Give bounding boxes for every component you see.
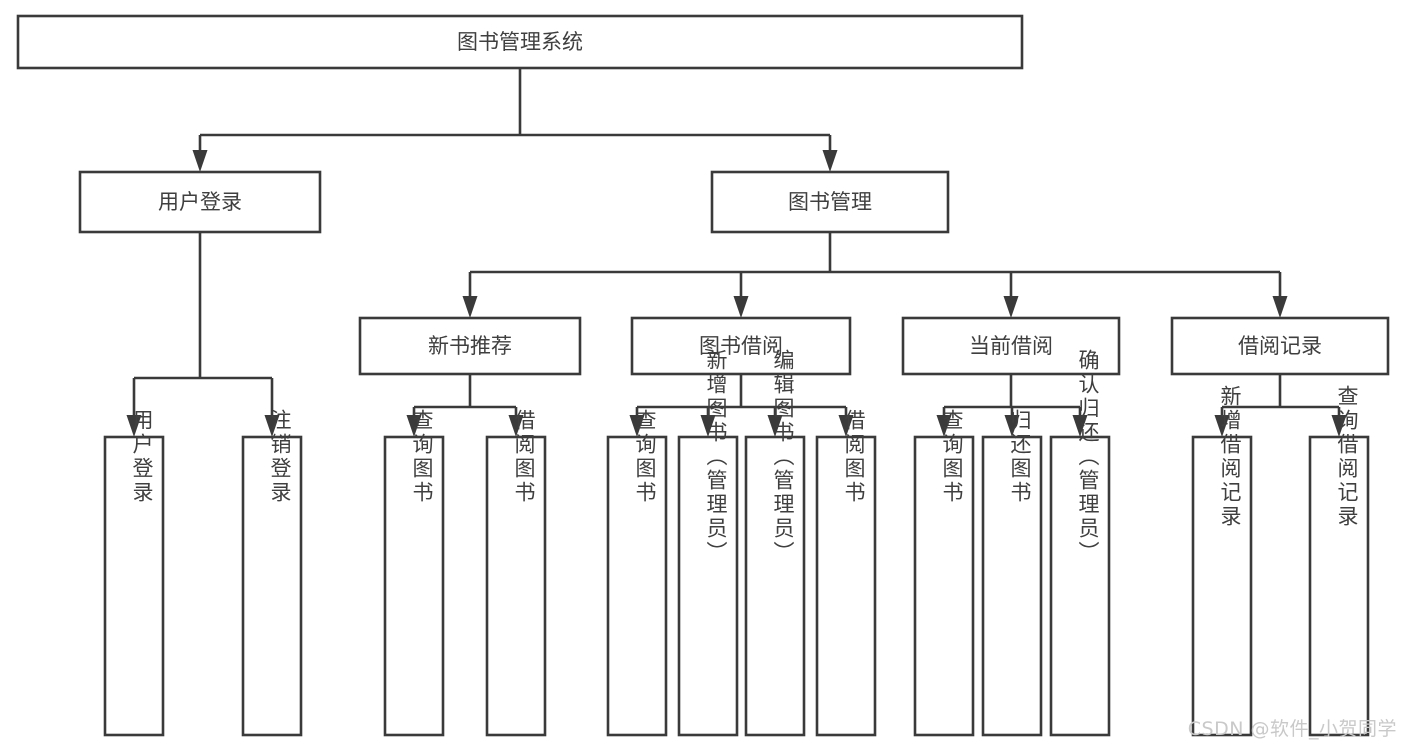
connector-layer (126, 68, 1347, 437)
node-label: 查询图书 (410, 409, 434, 505)
arrow-head-icon (629, 415, 645, 437)
arrow-head-icon (264, 415, 280, 437)
node-n9[interactable]: 查询图书 (913, 409, 975, 737)
connector-group-borrow (629, 374, 854, 437)
node-n12[interactable]: 新增借阅记录 (1191, 385, 1253, 737)
arrow-head-icon (767, 415, 783, 437)
node-box[interactable] (901, 316, 1121, 376)
node-box[interactable] (630, 316, 852, 376)
arrow-head-icon (1004, 415, 1020, 437)
arrow-head-icon (192, 150, 208, 172)
node-label: 图书管理 (788, 190, 872, 214)
arrow-head-icon (1072, 415, 1088, 437)
arrow-head-icon (1331, 415, 1347, 437)
node-n5[interactable]: 查询图书 (606, 409, 668, 737)
connector-group-bookmgr (462, 232, 1288, 318)
node-box[interactable] (677, 435, 739, 737)
node-label: 新书推荐 (428, 334, 512, 358)
arrow-head-icon (700, 415, 716, 437)
node-root[interactable]: 图书管理系统 (16, 14, 1024, 70)
node-label: 新增借阅记录 (1218, 385, 1242, 529)
arrow-head-icon (822, 150, 838, 172)
node-box[interactable] (981, 435, 1043, 737)
node-current[interactable]: 当前借阅 (901, 316, 1121, 376)
node-box[interactable] (358, 316, 582, 376)
node-n13[interactable]: 查询借阅记录 (1308, 385, 1370, 737)
node-label: 注销登录 (268, 409, 292, 505)
watermark: CSDN @软件_小贺同学 (1187, 718, 1397, 740)
connector-group-login (126, 232, 280, 437)
node-label: 用户登录 (158, 190, 242, 214)
node-label: 借阅图书 (842, 409, 866, 505)
node-records[interactable]: 借阅记录 (1170, 316, 1390, 376)
node-newbook[interactable]: 新书推荐 (358, 316, 582, 376)
node-n10[interactable]: 归还图书 (981, 409, 1043, 737)
node-box[interactable] (78, 170, 322, 234)
node-label: 图书管理系统 (457, 30, 583, 54)
arrow-head-icon (126, 415, 142, 437)
node-label: 新增图书（管理员） (704, 349, 728, 565)
connector-group-newbook (406, 374, 524, 437)
arrow-head-icon (1214, 415, 1230, 437)
connector-group-records (1214, 374, 1347, 437)
arrow-head-icon (406, 415, 422, 437)
node-label: 借阅图书 (512, 409, 536, 505)
node-box[interactable] (103, 435, 165, 737)
node-n7[interactable]: 编辑图书（管理员） (744, 349, 806, 737)
arrow-head-icon (936, 415, 952, 437)
node-box[interactable] (16, 14, 1024, 70)
node-box[interactable] (913, 435, 975, 737)
node-box[interactable] (1170, 316, 1390, 376)
node-label: 借阅记录 (1238, 334, 1322, 358)
node-label: 查询图书 (633, 409, 657, 505)
arrow-head-icon (733, 296, 749, 318)
node-box[interactable] (1049, 435, 1111, 737)
node-box[interactable] (485, 435, 547, 737)
node-n6[interactable]: 新增图书（管理员） (677, 349, 739, 737)
node-box[interactable] (241, 435, 303, 737)
node-layer: 图书管理系统用户登录图书管理新书推荐图书借阅当前借阅借阅记录用户登录注销登录查询… (16, 14, 1390, 737)
node-bookmgr[interactable]: 图书管理 (710, 170, 950, 234)
node-borrow[interactable]: 图书借阅 (630, 316, 852, 376)
node-label: 查询借阅记录 (1335, 385, 1359, 529)
node-n2[interactable]: 注销登录 (241, 409, 303, 737)
node-n1[interactable]: 用户登录 (103, 409, 165, 737)
node-label: 当前借阅 (969, 334, 1053, 358)
node-box[interactable] (1308, 435, 1370, 737)
node-n8[interactable]: 借阅图书 (815, 409, 877, 737)
node-n3[interactable]: 查询图书 (383, 409, 445, 737)
connector-group-root (192, 68, 838, 172)
node-box[interactable] (744, 435, 806, 737)
connector-group-current (936, 374, 1088, 437)
node-label: 查询图书 (940, 409, 964, 505)
node-label: 确认归还（管理员） (1076, 349, 1100, 565)
node-box[interactable] (383, 435, 445, 737)
node-box[interactable] (710, 170, 950, 234)
node-box[interactable] (1191, 435, 1253, 737)
node-box[interactable] (815, 435, 877, 737)
arrow-head-icon (508, 415, 524, 437)
node-n4[interactable]: 借阅图书 (485, 409, 547, 737)
arrow-head-icon (1003, 296, 1019, 318)
arrow-head-icon (462, 296, 478, 318)
node-label: 编辑图书（管理员） (771, 349, 795, 565)
arrow-head-icon (1272, 296, 1288, 318)
node-label: 用户登录 (130, 409, 154, 505)
node-label: 图书借阅 (699, 334, 783, 358)
node-login[interactable]: 用户登录 (78, 170, 322, 234)
node-box[interactable] (606, 435, 668, 737)
arrow-head-icon (838, 415, 854, 437)
node-n11[interactable]: 确认归还（管理员） (1049, 349, 1111, 737)
node-label: 归还图书 (1008, 409, 1032, 505)
